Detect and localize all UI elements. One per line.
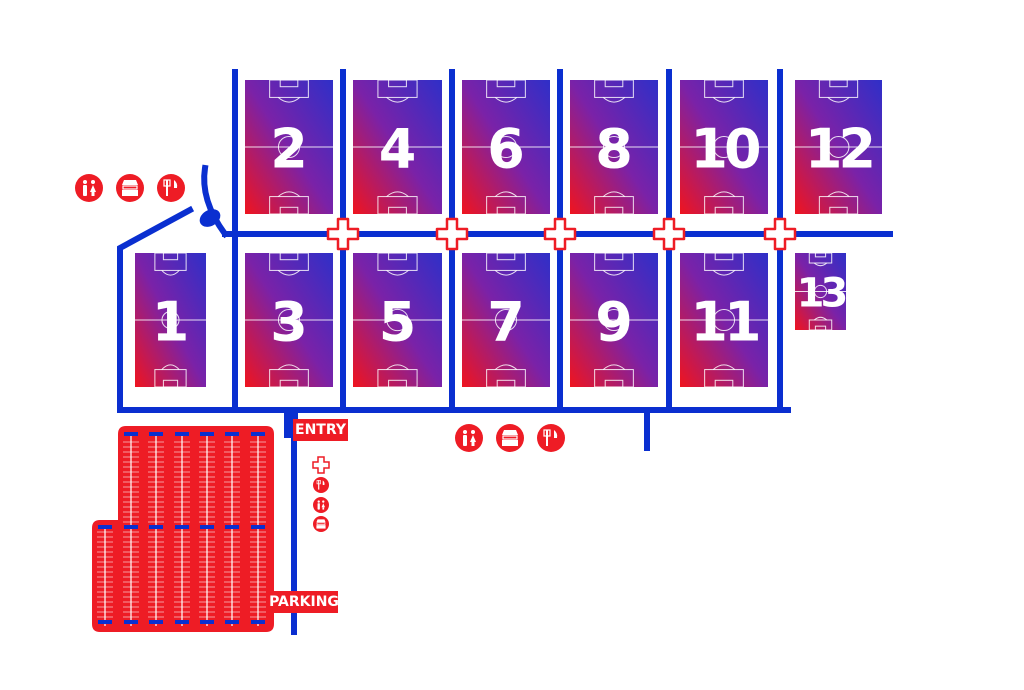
first-aid-icon [326,217,360,251]
field-number: 6 [487,118,525,181]
field-number: 13 [797,271,846,317]
first-aid-icon [543,217,577,251]
parking-row [250,432,266,626]
parking-row [123,432,139,626]
food-icon [537,424,565,452]
field-3[interactable]: 3 [245,252,333,388]
food-icon [157,174,185,202]
parking-row [224,432,240,626]
roundabout [199,209,221,227]
restroom-icon [455,424,483,452]
field-2[interactable]: 2 [245,79,333,215]
field-number: 11 [690,291,758,354]
restroom-icon [313,497,329,513]
field-10[interactable]: 10 [680,79,768,215]
svg-text:PARKING: PARKING [269,594,339,610]
field-1[interactable]: 1 [135,252,206,388]
field-number: 1 [152,291,190,354]
field-number: 10 [690,118,759,181]
field-11[interactable]: 11 [680,252,768,388]
first-aid-icon [763,217,797,251]
field-4[interactable]: 4 [353,79,442,215]
field-6[interactable]: 6 [462,79,550,215]
field-5[interactable]: 5 [353,252,442,388]
field-number: 4 [379,118,417,181]
svg-text:ENTRY: ENTRY [295,422,347,438]
field-number: 3 [270,291,308,354]
entry-label: ENTRY [293,419,348,441]
parking-lot [92,426,274,632]
concession-stand-icon [313,516,329,532]
field-12[interactable]: 12 [795,79,882,215]
first-aid-icon [652,217,686,251]
first-aid-stations [326,217,797,251]
field-number: 7 [487,291,525,354]
field-number: 2 [270,118,308,181]
concession-stand-icon [496,424,524,452]
field-13[interactable]: 13 [795,252,849,331]
field-7[interactable]: 7 [462,252,550,388]
field-9[interactable]: 9 [570,252,658,388]
field-8[interactable]: 8 [570,79,658,215]
amenities [75,174,565,532]
parking-row [148,432,164,626]
field-number: 5 [379,291,417,354]
first-aid-icon [435,217,469,251]
parking-row [97,525,113,626]
field-number: 12 [805,118,872,181]
roads [117,69,893,635]
parking-label: PARKING [269,591,339,613]
restroom-icon [75,174,103,202]
field-number: 8 [595,118,633,181]
first-aid-icon [312,456,330,474]
concession-stand-icon [116,174,144,202]
food-icon [313,477,329,493]
parking-row [174,432,190,626]
parking-row [199,432,215,626]
field-number: 9 [595,291,633,354]
